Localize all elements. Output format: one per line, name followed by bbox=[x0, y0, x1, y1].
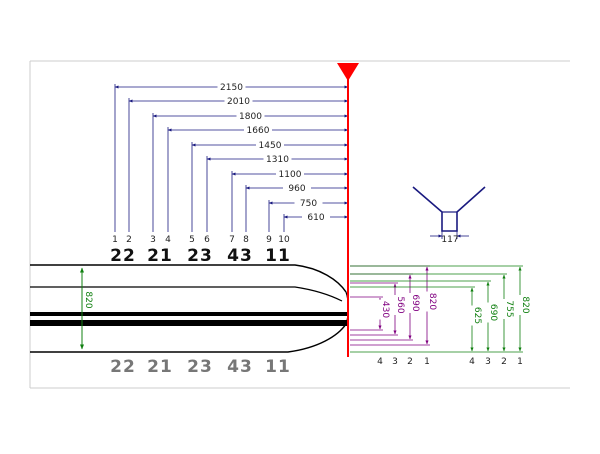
dimension-label-bg bbox=[224, 96, 253, 105]
dimension-value: 1660 bbox=[247, 126, 270, 136]
group-number-top: 43 bbox=[227, 246, 253, 266]
dimension-value: 2010 bbox=[227, 97, 250, 107]
dimension-label-bg bbox=[283, 183, 311, 192]
group-number-bottom: 23 bbox=[187, 357, 213, 377]
purple-dimension-value: 690 bbox=[410, 294, 420, 311]
purple-dimension-index: 4 bbox=[377, 357, 383, 367]
dimension-label-bg bbox=[236, 111, 265, 120]
green-dimension-value: 690 bbox=[488, 304, 498, 321]
right-dimension-lines: 430 4 560 3 690 2 820 1 625 4 690 3 755 2 820 1 bbox=[350, 265, 530, 367]
v-groove-shape bbox=[412, 186, 486, 232]
dimension-index: 7 bbox=[229, 235, 235, 245]
dimension-index: 9 bbox=[266, 235, 272, 245]
dimension-value: 1800 bbox=[239, 112, 262, 122]
dimension-label-bg bbox=[217, 82, 246, 91]
green-label-bg bbox=[483, 302, 493, 323]
nozzle-height-label: 820 bbox=[83, 291, 93, 308]
purple-dimension-value: 560 bbox=[395, 296, 405, 313]
dimension-index: 5 bbox=[189, 235, 195, 245]
dimension-label-bg bbox=[302, 212, 330, 221]
dimension-index: 8 bbox=[243, 235, 249, 245]
group-number-bottom: 11 bbox=[265, 357, 291, 377]
green-label-bg bbox=[515, 295, 525, 315]
group-number-bottom: 43 bbox=[227, 357, 253, 377]
green-dimension-index: 2 bbox=[501, 357, 507, 367]
dimension-label-bg bbox=[244, 125, 272, 134]
purple-dimension-value: 430 bbox=[380, 301, 390, 318]
dimension-label-bg bbox=[294, 198, 323, 207]
green-label-bg bbox=[467, 305, 477, 326]
dimension-index: 4 bbox=[165, 235, 171, 245]
dimension-label-bg bbox=[256, 140, 284, 149]
purple-dimension-index: 1 bbox=[424, 357, 430, 367]
group-number-bottom: 21 bbox=[147, 357, 173, 377]
group-number-top: 23 bbox=[187, 246, 213, 266]
dimension-value: 610 bbox=[307, 213, 324, 223]
nozzle-inner-top bbox=[30, 286, 343, 302]
green-dimension-value: 820 bbox=[520, 296, 530, 313]
group-number-bottom: 22 bbox=[110, 357, 136, 377]
green-dimension-index: 4 bbox=[469, 357, 475, 367]
purple-label-bg bbox=[422, 291, 432, 312]
dimension-label-bg bbox=[276, 169, 304, 178]
purple-label-bg bbox=[405, 293, 415, 313]
dimension-index: 3 bbox=[150, 235, 156, 245]
top-dimension-lines: 2150 1 2010 2 1800 3 1660 4 1450 5 1310 6 1100 7 960 8 7… bbox=[112, 82, 349, 245]
group-number-top: 22 bbox=[110, 246, 136, 266]
nozzle-core-stripe-upper bbox=[30, 312, 348, 316]
v-groove-width-label: 117 bbox=[441, 235, 458, 245]
nozzle-outer-bottom bbox=[30, 323, 347, 353]
nozzle-body bbox=[30, 264, 349, 353]
purple-dimension-index: 3 bbox=[392, 357, 398, 367]
green-dimension-value: 625 bbox=[472, 307, 482, 324]
dimension-index: 2 bbox=[126, 235, 132, 245]
dimension-value: 2150 bbox=[220, 83, 243, 93]
dimension-value: 1100 bbox=[279, 170, 302, 180]
reference-marker-icon bbox=[337, 63, 359, 81]
green-label-bg bbox=[499, 299, 509, 319]
nozzle-core-stripe-lower bbox=[30, 320, 348, 326]
dimension-index: 10 bbox=[278, 235, 290, 245]
green-dimension-index: 3 bbox=[485, 357, 491, 367]
purple-label-bg bbox=[390, 295, 400, 315]
dimension-value: 1310 bbox=[266, 155, 289, 165]
dimension-label-bg bbox=[263, 154, 292, 163]
dimension-index: 1 bbox=[112, 235, 118, 245]
group-number-top: 21 bbox=[147, 246, 173, 266]
dimension-value: 1450 bbox=[259, 141, 282, 151]
green-dimension-index: 1 bbox=[517, 357, 523, 367]
v-groove-detail: 117 bbox=[412, 186, 486, 245]
purple-label-bg bbox=[375, 299, 385, 320]
group-number-top: 11 bbox=[265, 246, 291, 266]
purple-dimension-value: 820 bbox=[427, 293, 437, 310]
purple-dimension-index: 2 bbox=[407, 357, 413, 367]
dimension-value: 960 bbox=[288, 184, 305, 194]
dimension-index: 6 bbox=[204, 235, 210, 245]
dimension-value: 750 bbox=[300, 199, 317, 209]
nozzle-outer-top bbox=[30, 264, 347, 293]
green-dimension-value: 755 bbox=[504, 300, 514, 317]
